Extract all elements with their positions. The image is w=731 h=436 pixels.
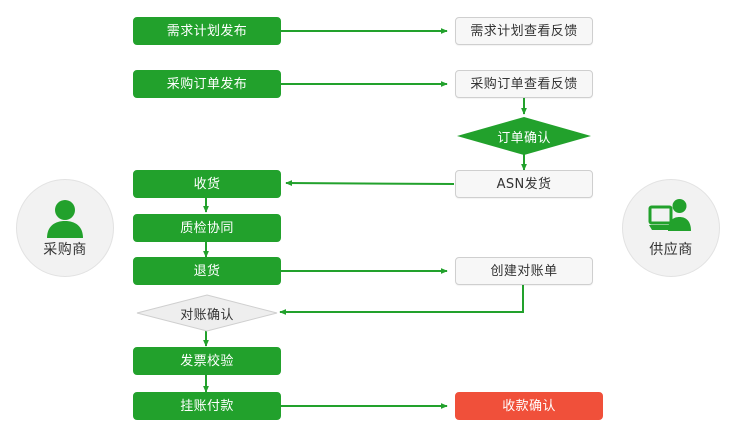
node-return-goods[interactable]: 退货 bbox=[133, 257, 281, 285]
node-order-confirm[interactable]: 订单确认 bbox=[457, 117, 591, 155]
node-label: 发票校验 bbox=[180, 353, 234, 369]
actor-supplier[interactable]: 供应商 bbox=[622, 179, 720, 277]
node-receive-goods[interactable]: 收货 bbox=[133, 170, 281, 198]
node-quality-collab[interactable]: 质检协同 bbox=[133, 214, 281, 242]
node-label: 创建对账单 bbox=[490, 263, 558, 279]
node-label: 对账确认 bbox=[180, 307, 234, 323]
node-label: 需求计划发布 bbox=[166, 23, 248, 39]
node-label: 挂账付款 bbox=[180, 398, 234, 414]
person-at-computer-icon bbox=[648, 198, 694, 238]
node-create-statement[interactable]: 创建对账单 bbox=[455, 257, 593, 285]
node-asn-ship[interactable]: ASN发货 bbox=[455, 170, 593, 198]
person-icon bbox=[42, 198, 88, 238]
node-label: ASN发货 bbox=[496, 176, 552, 192]
node-label: 订单确认 bbox=[497, 130, 551, 146]
node-label: 需求计划查看反馈 bbox=[470, 23, 578, 39]
node-invoice-verify[interactable]: 发票校验 bbox=[133, 347, 281, 375]
node-label: 质检协同 bbox=[180, 220, 234, 236]
node-payment-posting[interactable]: 挂账付款 bbox=[133, 392, 281, 420]
node-label: 采购订单查看反馈 bbox=[470, 76, 578, 92]
node-demand-plan-feedback[interactable]: 需求计划查看反馈 bbox=[455, 17, 593, 45]
node-label: 退货 bbox=[193, 263, 221, 279]
node-statement-confirm[interactable]: 对账确认 bbox=[136, 294, 278, 332]
node-label: 收款确认 bbox=[502, 398, 556, 414]
node-demand-plan-publish[interactable]: 需求计划发布 bbox=[133, 17, 281, 45]
edge-create-statement-to-statement-confirm bbox=[279, 285, 524, 315]
edge-asn-to-receive-goods bbox=[285, 180, 455, 187]
node-receipt-confirm[interactable]: 收款确认 bbox=[455, 392, 603, 420]
actor-buyer-label: 采购商 bbox=[43, 241, 87, 258]
actor-supplier-label: 供应商 bbox=[649, 241, 693, 258]
node-po-publish[interactable]: 采购订单发布 bbox=[133, 70, 281, 98]
node-po-feedback[interactable]: 采购订单查看反馈 bbox=[455, 70, 593, 98]
actor-buyer[interactable]: 采购商 bbox=[16, 179, 114, 277]
node-label: 收货 bbox=[193, 176, 221, 192]
node-label: 采购订单发布 bbox=[166, 76, 248, 92]
